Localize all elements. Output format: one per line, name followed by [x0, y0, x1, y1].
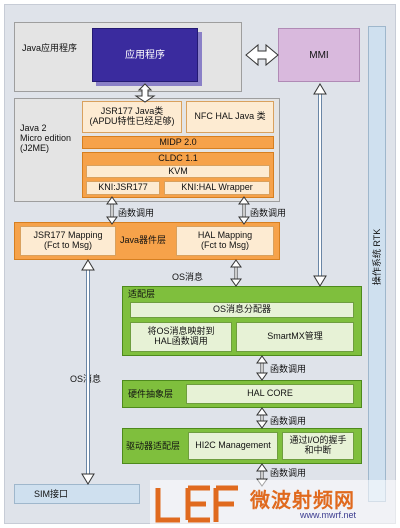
func-call-label-2: 函数调用 [250, 208, 287, 218]
os-msg-label-1: OS消息 [172, 272, 204, 282]
app-j2me-arrow [134, 83, 156, 103]
midp-box: MIDP 2.0 [82, 136, 274, 149]
func-call-label-3: 函数调用 [270, 364, 307, 374]
java-app-label: Java应用程序 [22, 43, 78, 53]
kni-jsr177-box: KNI:JSR177 [86, 181, 160, 195]
hal-layer-label: 硬件抽象层 [128, 389, 174, 399]
watermark-url: www.mwrf.net [300, 510, 357, 520]
java-device-layer-label: Java器件层 [120, 235, 167, 245]
os-to-hal-box: 将OS消息映射到 HAL函数调用 [130, 322, 232, 352]
watermark-text-cn: 微波射频网 [250, 490, 355, 512]
adapt-layer-label: 适配层 [128, 289, 156, 299]
os-dispatcher-box: OS消息分配器 [130, 302, 354, 318]
kvm-box: KVM [86, 165, 270, 178]
func-call-label-1: 函数调用 [118, 208, 155, 218]
func-call-arrow-3 [256, 355, 268, 381]
func-call-arrow-4 [256, 407, 268, 429]
smartmx-box: SmartMX管理 [236, 322, 354, 352]
func-call-arrow-1 [106, 196, 118, 225]
os-msg-arrow-1 [230, 259, 242, 287]
io-handshake-box: 通过I/O的握手 和中断 [282, 432, 354, 460]
nfc-hal-java-box: NFC HAL Java 类 [186, 101, 274, 133]
kni-hal-box: KNI:HAL Wrapper [164, 181, 270, 195]
mmi-box: MMI [278, 28, 360, 82]
app-box: 应用程序 [92, 28, 198, 82]
func-call-label-5: 函数调用 [270, 468, 307, 478]
mmi-down-arrow [313, 83, 327, 287]
jsr177-mapping-box: JSR177 Mapping (Fct to Msg) [20, 226, 116, 256]
hal-mapping-box: HAL Mapping (Fct to Msg) [176, 226, 274, 256]
os-msg-arrow-2 [81, 259, 95, 485]
os-msg-label-2: OS消息 [70, 374, 102, 384]
sim-if-label: SIM接口 [34, 489, 69, 499]
driver-layer-label: 驱动器适配层 [126, 441, 181, 451]
func-call-label-4: 函数调用 [270, 416, 307, 426]
cldc-label: CLDC 1.1 [158, 152, 198, 163]
sim-if-box [14, 484, 140, 504]
jsr177-class-box: JSR177 Java类 (APDU特性已经足够) [82, 101, 182, 133]
hi2c-box: HI2C Management [188, 432, 278, 460]
j2me-label: Java 2 Micro edition (J2ME) [20, 123, 72, 153]
func-call-arrow-2 [238, 196, 250, 225]
hal-core-box: HAL CORE [186, 384, 354, 404]
app-mmi-arrow [245, 43, 279, 67]
